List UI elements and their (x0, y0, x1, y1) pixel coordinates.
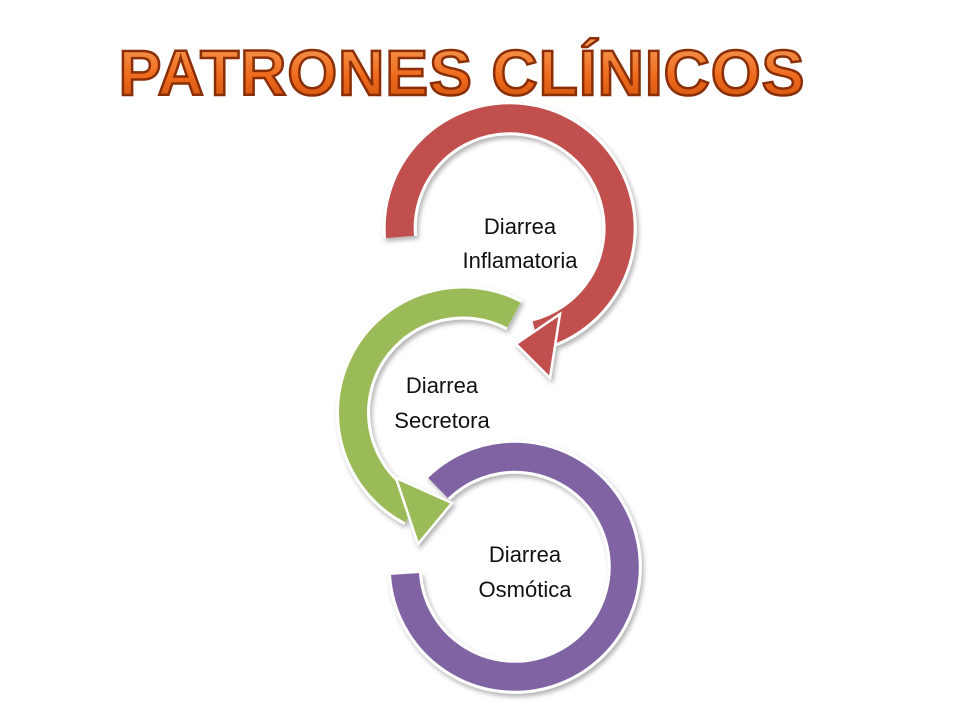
ring-osmotica-arc (391, 442, 639, 691)
ring-osmotica (388, 439, 642, 694)
ring-secretora-arrowhead (393, 475, 455, 547)
title-banner: PATRONES CLÍNICOS (117, 36, 806, 111)
label-inflamatoria-line2: Inflamatoria (463, 248, 579, 273)
ring-secretora-arc (338, 288, 521, 523)
label-inflamatoria: Diarrea Inflamatoria (463, 214, 579, 273)
label-secretora-line2: Secretora (394, 408, 490, 433)
ring-inflamatoria (382, 101, 637, 381)
label-osmotica: Diarrea Osmótica (479, 542, 573, 602)
ring-secretora (335, 285, 522, 547)
ring-inflamatoria-arrowhead (514, 311, 562, 381)
label-inflamatoria-line1: Diarrea (484, 214, 557, 239)
label-osmotica-line2: Osmótica (479, 577, 573, 602)
label-secretora: Diarrea Secretora (394, 373, 490, 433)
ring-inflamatoria-arc (385, 104, 634, 349)
page-title: PATRONES CLÍNICOS (119, 37, 806, 109)
label-osmotica-line1: Diarrea (489, 542, 562, 567)
label-secretora-line1: Diarrea (406, 373, 479, 398)
